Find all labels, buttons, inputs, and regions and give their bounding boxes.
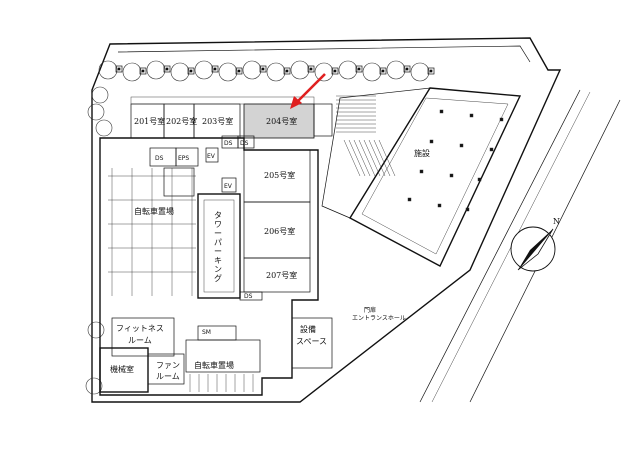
tree-icon	[146, 60, 171, 80]
tree-icon	[87, 103, 105, 121]
ev-box-2	[205, 147, 219, 163]
fan-room-label-2: ルーム	[156, 372, 180, 381]
building-outline	[99, 137, 319, 396]
tree-icon	[338, 60, 363, 80]
entrance-gate-label: 門扉	[364, 306, 376, 314]
tree-icon	[95, 119, 113, 137]
entrance-hall-label: エントランスホール	[352, 315, 406, 322]
unit-204-label: 204号室	[266, 116, 297, 126]
facility-label: 施設	[414, 148, 430, 158]
fitness-label-1: フィットネス	[116, 324, 164, 333]
equipment-space	[291, 317, 333, 369]
bicycle-parking-label-2: 自転車置場	[194, 360, 234, 370]
ev-box-1	[221, 177, 237, 193]
tower-parking	[197, 193, 241, 299]
ds-label-3: DS	[240, 140, 249, 147]
ds-label-4: DS	[244, 293, 253, 300]
svg-text:タ: タ	[214, 211, 222, 220]
road-line	[419, 89, 581, 403]
tree-icon	[122, 62, 147, 82]
svg-text:キ: キ	[214, 256, 222, 265]
tree-icon	[386, 60, 411, 80]
svg-text:ー: ー	[214, 247, 222, 256]
tree-icon	[290, 60, 315, 80]
svg-text:ン: ン	[214, 265, 222, 274]
tree-icon	[170, 62, 195, 82]
site-boundary	[91, 37, 562, 403]
equipment-label-1: 設備	[300, 324, 316, 334]
unit-201-label: 201号室	[134, 116, 165, 126]
bicycle-parking-grid-2	[189, 374, 254, 392]
tree-row	[85, 60, 435, 395]
machine-room-label: 機械室	[110, 364, 134, 374]
svg-text:ー: ー	[214, 229, 222, 238]
tree-icon	[194, 60, 219, 80]
entry-block	[197, 325, 237, 341]
tree-icon	[410, 62, 435, 82]
fan-room	[147, 353, 185, 385]
svg-text:ワ: ワ	[214, 220, 222, 229]
tower-parking-inner	[203, 199, 235, 293]
tree-icon	[91, 86, 109, 104]
unit-207-label: 207号室	[266, 270, 297, 280]
tree-icon	[362, 62, 387, 82]
tree-icon	[87, 321, 105, 339]
svg-text:グ: グ	[214, 273, 222, 283]
eps-label: EPS	[178, 155, 189, 162]
ds-box-4	[239, 291, 263, 301]
facility-building	[321, 87, 522, 267]
tree-icon	[266, 62, 291, 82]
ds-label-2: DS	[224, 140, 233, 147]
unit-205-label: 205号室	[264, 170, 295, 180]
unit-206-label: 206号室	[264, 226, 295, 236]
balcony-top	[130, 96, 315, 105]
fitness-label-2: ルーム	[128, 336, 152, 345]
tree-icon	[218, 62, 243, 82]
tree-icon	[314, 62, 339, 82]
unit-202-label: 202号室	[166, 116, 197, 126]
ev-label-1: EV	[224, 183, 233, 190]
unit-207	[243, 257, 311, 293]
bicycle-parking-grid	[108, 168, 196, 296]
pointer-arrow-icon	[290, 73, 326, 109]
fitness-room	[111, 317, 175, 357]
ev-label-2: EV	[207, 153, 216, 160]
svg-text:パ: パ	[214, 238, 222, 247]
balcony-right	[313, 103, 333, 137]
north-arrow-icon: N	[510, 217, 560, 272]
ds-label-1: DS	[155, 155, 164, 162]
tree-icon	[242, 60, 267, 80]
unit-203-label: 203号室	[202, 116, 233, 126]
equipment-label-2: スペース	[296, 337, 327, 346]
exterior-steps	[336, 95, 396, 177]
ds-box-3	[237, 135, 255, 149]
bicycle-parking-label-1: 自転車置場	[134, 206, 174, 216]
tree-icon	[85, 377, 103, 395]
stair-core	[163, 167, 195, 197]
eps-box	[175, 147, 199, 167]
site-boundary-inner	[117, 45, 531, 63]
sm-label: SM	[202, 329, 211, 336]
north-label: N	[553, 217, 560, 226]
tree-icon	[98, 60, 123, 80]
fan-room-label-1: ファン	[156, 361, 180, 370]
